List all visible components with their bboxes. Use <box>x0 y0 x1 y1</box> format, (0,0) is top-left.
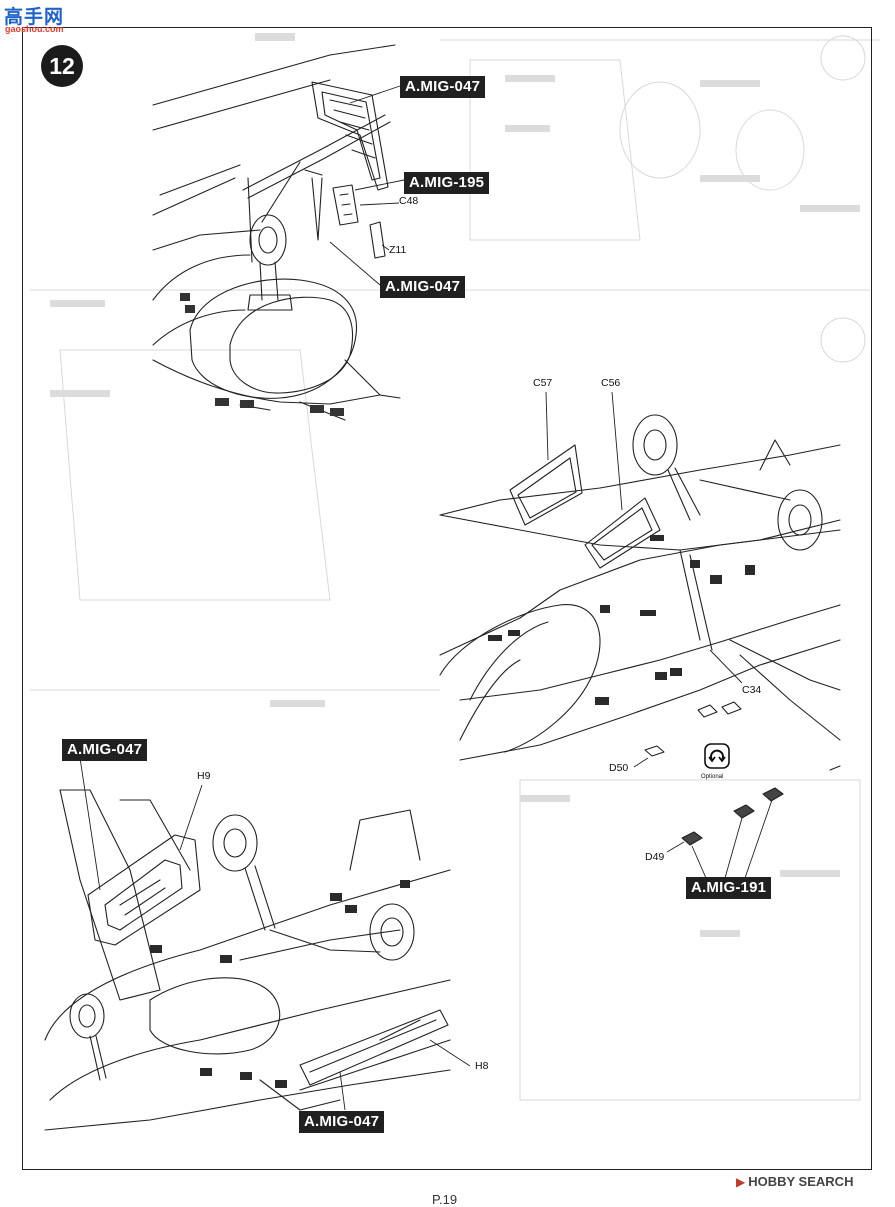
page-border <box>22 27 872 1170</box>
site-watermark-url: gaoshou.com <box>5 24 64 34</box>
lower-view-wheels <box>69 814 415 1081</box>
lower-view-fuselage <box>44 789 451 1131</box>
callout-top-a-mig-047-lower: A.MIG-047 <box>380 276 466 298</box>
right-view-small-parts-c34-d50 <box>644 701 742 757</box>
part-label-z11: Z11 <box>389 244 407 256</box>
part-label-c56: C56 <box>601 377 621 389</box>
right-view-fuselage <box>439 444 841 771</box>
callout-bottom-a-mig-047: A.MIG-047 <box>299 1111 385 1133</box>
part-label-c57: C57 <box>533 377 553 389</box>
right-view-canopy-panels-c57-c56 <box>509 444 661 569</box>
callout-top-a-mig-047: A.MIG-047 <box>400 76 486 98</box>
lower-view-door-h8 <box>299 1009 449 1086</box>
hobby-search-text: HOBBY SEARCH <box>748 1174 854 1189</box>
step-number-badge: 12 <box>41 45 83 87</box>
top-view-nose-wheel <box>247 161 323 311</box>
top-view-fuselage <box>152 44 401 421</box>
lower-view-door-h9 <box>87 834 201 946</box>
callout-lower-left-a-mig-047: A.MIG-047 <box>62 739 148 761</box>
part-label-c34: C34 <box>742 684 762 696</box>
top-view-rivet-patches <box>180 293 344 416</box>
part-label-h8: H8 <box>475 1060 489 1072</box>
callout-right-a-mig-191: A.MIG-191 <box>686 877 772 899</box>
site-watermark-cjk: 高手网 <box>4 7 65 28</box>
right-view-d49-parts <box>681 787 784 846</box>
optional-rotate-icon <box>704 743 730 769</box>
optional-label: Optional <box>701 774 724 780</box>
top-view-door-a-mig-047 <box>311 81 389 191</box>
leader-lines <box>79 85 773 1111</box>
top-view-small-parts <box>332 184 386 259</box>
part-label-c48: C48 <box>399 195 419 207</box>
lower-view-panel-markings <box>150 880 410 1088</box>
site-watermark: 高手网 gaoshou.com <box>4 2 74 36</box>
hobby-search-logo-icon: ▶ <box>736 1175 746 1189</box>
right-view-main-wheels <box>632 414 823 551</box>
part-label-d49: D49 <box>645 851 665 863</box>
right-view-panel-markings <box>488 535 755 705</box>
part-label-h9: H9 <box>197 770 211 782</box>
callout-top-a-mig-195: A.MIG-195 <box>404 172 490 194</box>
hobby-search-watermark: ▶HOBBY SEARCH <box>736 1174 853 1189</box>
part-label-d50: D50 <box>609 762 629 774</box>
